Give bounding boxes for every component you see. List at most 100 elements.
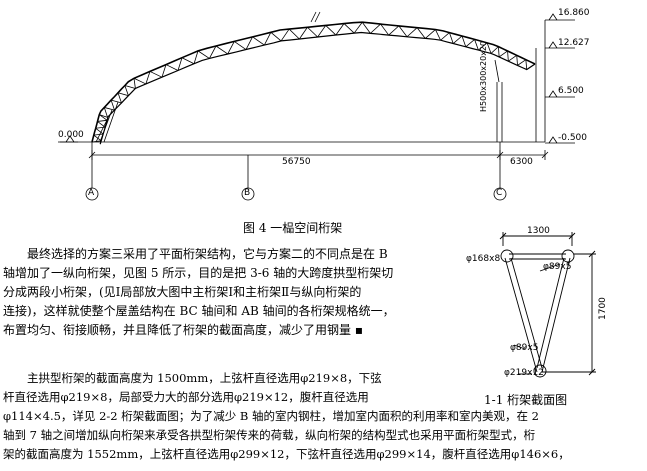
truss-member — [288, 28, 300, 40]
truss-member — [307, 26, 318, 38]
paragraph-1: 最终选择的方案三采用了平面桁架结构，它与方案二的不同点是在 B 轴增加了一纵向桁… — [3, 245, 395, 340]
truss-member — [380, 23, 390, 36]
truss-member — [103, 101, 119, 143]
elevation-6500: 6.500 — [558, 86, 584, 96]
para2-line-4: 轴到 7 轴之间增加纵向桁架来承受各拱型桁架传来的荷载，纵向桁架的结构型式也采用… — [3, 428, 536, 442]
truss-member — [406, 27, 418, 38]
truss-member — [215, 45, 228, 55]
truss-member — [486, 42, 492, 54]
truss-member — [99, 114, 108, 121]
truss-member — [435, 29, 441, 41]
web-member-label-2: φ89x5 — [510, 343, 539, 353]
truss-member — [508, 54, 517, 62]
truss-member — [398, 25, 408, 38]
paragraph-2: 主拱型桁架的截面高度为 1500mm，上弦杆直径选用φ219×8，下弦 杆直径选… — [3, 369, 570, 464]
truss-member — [452, 35, 463, 44]
figure-4-caption: 图 4 一榀空间桁架 — [243, 221, 343, 235]
truss-member — [104, 107, 115, 111]
truss-member — [103, 107, 108, 118]
truss-member — [93, 134, 102, 142]
span-main-dimension: 56750 — [282, 157, 311, 167]
truss-member — [133, 77, 147, 85]
arch-truss — [91, 21, 536, 145]
truss-member — [490, 46, 499, 54]
truss-member — [95, 127, 104, 135]
truss-member — [149, 71, 163, 78]
truss-member — [99, 114, 108, 118]
truss-member — [440, 32, 450, 41]
para2-line-2: 杆直径选用φ219×8，局部受力大的部分选用φ219×12，腹杆直径选用 — [3, 390, 369, 404]
truss-member — [181, 57, 195, 65]
span-side-dimension: 6300 — [510, 157, 533, 167]
truss-member — [99, 109, 113, 143]
truss-member — [93, 133, 104, 136]
truss-member — [209, 45, 217, 59]
truss-member — [245, 36, 253, 50]
truss-member — [263, 32, 272, 46]
truss-member — [227, 41, 235, 55]
para2-line-3: φ114×4.5，详见 2-2 桁架截面图；为了减少 B 轴的室内钢柱，增加室内… — [3, 409, 539, 423]
truss-member — [280, 28, 290, 42]
truss-member — [416, 27, 426, 39]
truss-member — [498, 50, 508, 58]
web-member-label-1: φ89x5 — [543, 262, 572, 272]
truss-member — [111, 99, 122, 104]
truss-member — [425, 29, 436, 39]
truss-member — [361, 21, 371, 34]
para2-line-1: 主拱型桁架的截面高度为 1500mm，上弦杆直径选用φ219×8，下弦 — [27, 371, 382, 385]
section-caption: 1-1 桁架截面图 — [484, 393, 568, 407]
elevation-16860: 16.860 — [558, 8, 590, 18]
truss-member — [197, 50, 210, 59]
truss-member — [517, 59, 527, 66]
truss-member — [95, 117, 109, 143]
truss-member — [124, 85, 129, 96]
truss-member — [193, 50, 199, 64]
truss-member — [133, 78, 136, 89]
truss-member — [388, 25, 400, 36]
truss-member — [124, 85, 136, 89]
truss-member — [117, 92, 122, 104]
truss-member — [461, 35, 467, 47]
para2-line-5: 架的截面高度为 1552mm，上弦杆直径选用φ299×12，下弦杆直径选用φ29… — [3, 447, 570, 461]
truss-member — [110, 99, 115, 111]
truss-member — [177, 57, 183, 71]
para1-line-5: 布置均匀、衔接顺畅，并且降低了桁架的截面高度，减少了用钢量 ▪ — [3, 323, 363, 337]
truss-member — [252, 36, 265, 46]
para1-line-4: 连接)，这样就使整个屋盖结构在 BC 轴间和 AB 轴间的各桁架规格统一， — [3, 304, 395, 318]
section-width-dimension: 1300 — [527, 226, 550, 236]
truss-member — [335, 23, 345, 36]
elevation-0000: 0.000 — [58, 130, 84, 140]
para1-line-3: 分成两段小桁架，(见Ⅰ局部放大图中主桁架Ⅰ和主桁架Ⅱ与纵向桁架的 — [3, 285, 362, 299]
axis-b-label: B — [244, 188, 251, 198]
truss-member — [370, 23, 381, 34]
truss-member — [525, 59, 528, 70]
truss-member — [161, 64, 167, 78]
axis-a-label: A — [88, 188, 95, 198]
truss-member — [299, 27, 308, 40]
truss-member — [325, 25, 337, 36]
truss-member — [526, 63, 536, 70]
elevation-minus-0500: -0.500 — [558, 133, 588, 143]
truss-member — [498, 46, 500, 57]
truss-member — [117, 92, 129, 97]
para1-line-2: 轴增加了一纵向桁架，见图 5 所示，目的是把 3-6 轴的大跨度拱型桁架切 — [3, 266, 394, 280]
truss-member — [270, 31, 282, 42]
axis-c-label: C — [496, 188, 503, 198]
para1-line-1: 最终选择的方案三采用了平面桁架结构，它与方案二的不同点是在 B — [27, 247, 388, 261]
truss-member — [474, 39, 479, 51]
truss-member — [494, 59, 500, 83]
truss-member — [507, 50, 509, 62]
truss-chord — [91, 21, 536, 143]
truss-member — [97, 119, 108, 122]
truss-member — [449, 32, 454, 44]
truss-member — [353, 21, 363, 34]
truss-member — [465, 39, 475, 48]
baseline-and-dims — [58, 11, 575, 201]
truss-member — [516, 55, 518, 66]
bottom-chord-label: φ219x12 — [504, 368, 544, 378]
top-chord-label: φ168x8 — [466, 254, 501, 264]
section-height-dimension: 1700 — [598, 297, 608, 320]
truss-member — [234, 41, 247, 50]
